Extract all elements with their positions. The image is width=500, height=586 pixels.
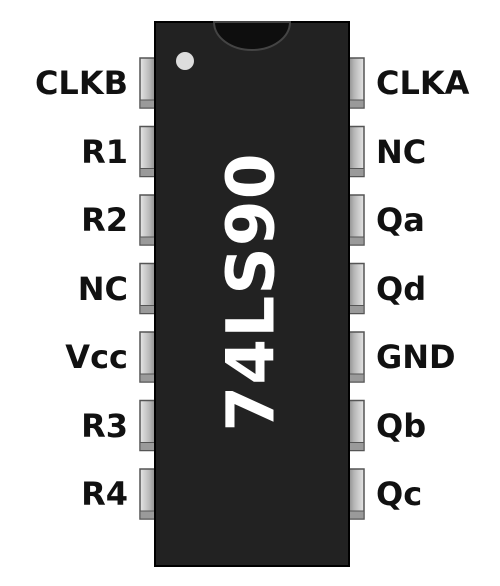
orientation-notch xyxy=(212,21,292,51)
right-pin-label-7: Qc xyxy=(376,475,423,513)
right-pin-4 xyxy=(347,262,365,315)
left-pin-label-7: R4 xyxy=(81,475,128,513)
left-pin-label-3: R2 xyxy=(81,201,128,239)
part-number-label: 74LS90 xyxy=(212,152,290,432)
right-pin-label-1: CLKA xyxy=(376,64,470,102)
left-pin-label-2: R1 xyxy=(81,132,128,171)
left-pin-5 xyxy=(139,331,157,383)
left-pin-label-5: Vcc xyxy=(65,338,128,376)
right-pin-label-6: Qb xyxy=(376,406,427,445)
chip-body xyxy=(154,21,350,567)
right-pin-5 xyxy=(347,331,365,383)
right-pin-2 xyxy=(347,125,365,178)
right-pin-7 xyxy=(347,468,365,520)
left-pin-6 xyxy=(139,399,157,452)
right-pin-6 xyxy=(347,399,365,452)
pin1-dot xyxy=(176,52,194,70)
right-pin-label-3: Qa xyxy=(376,201,425,239)
left-pin-label-1: CLKB xyxy=(34,64,128,102)
right-pin-label-4: Qd xyxy=(376,269,427,308)
left-pin-1 xyxy=(139,57,157,109)
left-pin-4 xyxy=(139,262,157,315)
right-pin-label-5: GND xyxy=(376,338,456,376)
right-pin-label-2: NC xyxy=(376,132,427,171)
left-pin-2 xyxy=(139,125,157,178)
left-pin-3 xyxy=(139,194,157,246)
left-pin-label-4: NC xyxy=(77,269,128,308)
right-pin-3 xyxy=(347,194,365,246)
right-pin-1 xyxy=(347,57,365,109)
left-pin-label-6: R3 xyxy=(81,406,128,445)
left-pin-7 xyxy=(139,468,157,520)
